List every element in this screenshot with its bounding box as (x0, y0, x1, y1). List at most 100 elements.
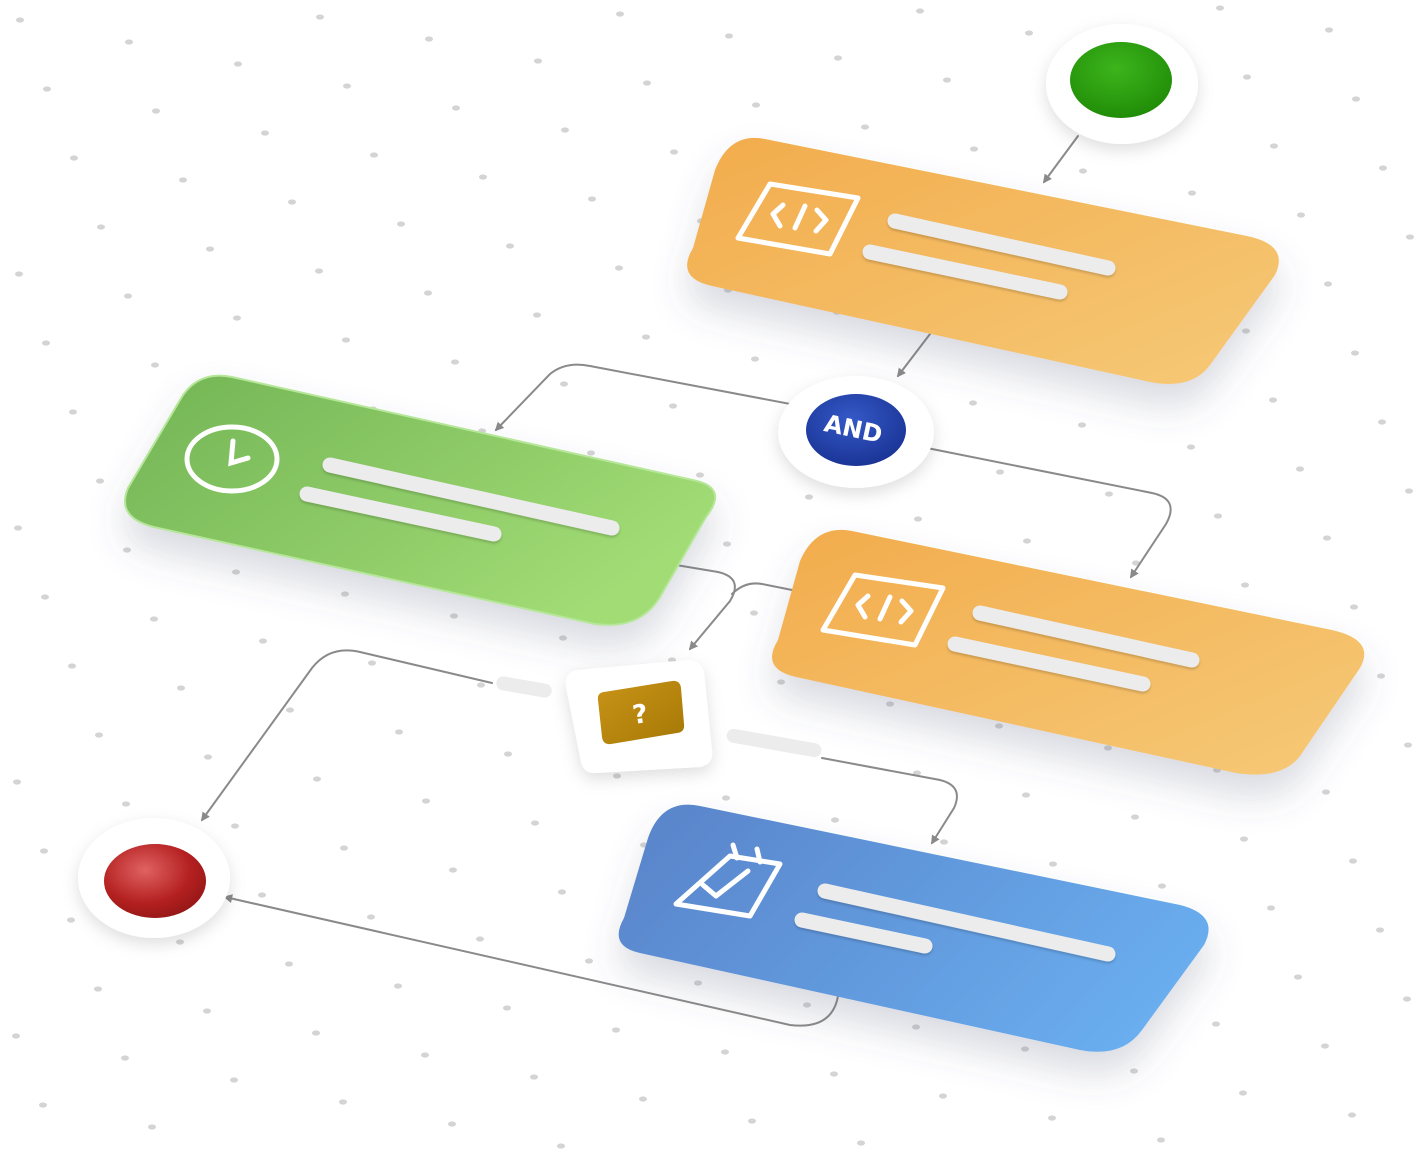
grid-dot (1351, 350, 1359, 356)
grid-dot (13, 779, 21, 785)
grid-dot (1378, 419, 1386, 425)
grid-dot (1267, 905, 1275, 911)
code-icon (735, 181, 861, 257)
timer-task[interactable] (123, 374, 717, 626)
grid-dot (913, 770, 921, 776)
grid-dot (805, 494, 813, 500)
grid-dot (450, 613, 458, 619)
grid-dot (96, 478, 104, 484)
grid-dot (1187, 444, 1195, 450)
grid-dot (669, 403, 677, 409)
grid-dot (1242, 328, 1250, 334)
grid-dot (1379, 165, 1387, 171)
checklist-icon (673, 842, 783, 919)
edge-approval-to-end (223, 894, 839, 1027)
grid-dot (343, 83, 351, 89)
grid-dot (886, 701, 894, 707)
grid-dot (1023, 538, 1031, 544)
grid-dot (751, 356, 759, 362)
script-task-1[interactable] (687, 137, 1279, 384)
grid-dot (995, 723, 1003, 729)
grid-dot (176, 939, 184, 945)
connectors (200, 135, 1172, 1027)
grid-dot (151, 362, 159, 368)
grid-dot (204, 754, 212, 760)
grid-dot (1322, 789, 1330, 795)
grid-dot (750, 610, 758, 616)
grid-dot (394, 983, 402, 989)
grid-dot (857, 1140, 865, 1146)
grid-dot (12, 1033, 20, 1039)
grid-dot (561, 127, 569, 133)
edge-decision-to-end (200, 649, 493, 822)
grid-dot (286, 707, 294, 713)
grid-dot (342, 337, 350, 343)
grid-dot (1022, 792, 1030, 798)
grid-dot (1403, 996, 1411, 1002)
grid-dot (1158, 883, 1166, 889)
grid-dot (425, 36, 433, 42)
grid-dot (1130, 1068, 1138, 1074)
approval-task[interactable] (618, 804, 1209, 1052)
grid-dot (861, 124, 869, 130)
grid-dot (1079, 168, 1087, 174)
grid-dot (1297, 212, 1305, 218)
grid-dot (67, 917, 75, 923)
grid-dot (1157, 1137, 1165, 1143)
grid-dot (559, 635, 567, 641)
grid-dot (722, 795, 730, 801)
grid-dot (395, 729, 403, 735)
approval-task-text (794, 883, 1116, 962)
grid-dot (916, 8, 924, 14)
grid-dot (125, 39, 133, 45)
grid-dot (288, 199, 296, 205)
grid-dot (1025, 30, 1033, 36)
edge-start-to-script-1 (1042, 135, 1079, 184)
grid-dot (150, 616, 158, 622)
grid-dot (258, 892, 266, 898)
grid-dot (612, 1027, 620, 1033)
grid-dot (970, 146, 978, 152)
grid-dot (914, 516, 922, 522)
background-dot-grid (12, 5, 1414, 1149)
grid-dot (670, 149, 678, 155)
grid-dot (831, 817, 839, 823)
grid-dot (1078, 422, 1086, 428)
grid-dot (1104, 745, 1112, 751)
grid-dot (940, 839, 948, 845)
grid-dot (448, 1121, 456, 1127)
grid-dot (585, 958, 593, 964)
grid-dot (1323, 535, 1331, 541)
grid-dot (752, 102, 760, 108)
grid-dot (1404, 742, 1412, 748)
grid-dot (368, 660, 376, 666)
grid-dot (341, 591, 349, 597)
grid-dot (285, 961, 293, 967)
grid-dot (124, 293, 132, 299)
grid-dot (1377, 673, 1385, 679)
timer-task-text (299, 457, 620, 542)
grid-dot (70, 155, 78, 161)
grid-dot (451, 359, 459, 365)
grid-dot (313, 776, 321, 782)
and-gateway[interactable]: AND (778, 376, 934, 488)
grid-dot (43, 86, 51, 92)
grid-dot (367, 914, 375, 920)
grid-dot (312, 1030, 320, 1036)
grid-dot (534, 58, 542, 64)
condition-label-left (496, 676, 552, 698)
grid-dot (533, 312, 541, 318)
grid-dot (234, 61, 242, 67)
start-event[interactable] (1046, 24, 1198, 144)
grid-dot (1188, 190, 1196, 196)
script-task-1-text (862, 213, 1116, 300)
end-event[interactable] (78, 818, 230, 938)
condition-label-right (726, 728, 822, 758)
decision-gateway[interactable]: ? (565, 660, 713, 774)
grid-dot (1296, 466, 1304, 472)
grid-dot (558, 889, 566, 895)
script-task-2[interactable] (772, 529, 1365, 775)
grid-dot (233, 315, 241, 321)
grid-dot (1270, 143, 1278, 149)
grid-dot (531, 820, 539, 826)
